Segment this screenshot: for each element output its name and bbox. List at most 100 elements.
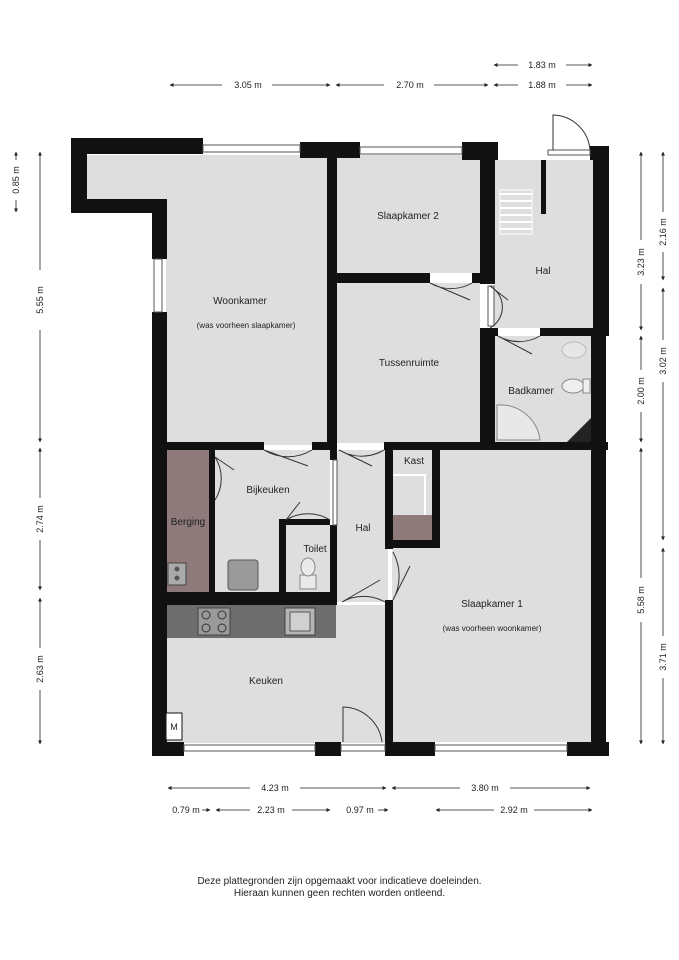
wall	[384, 442, 608, 450]
label-toilet: Toilet	[303, 544, 327, 555]
window	[153, 258, 163, 313]
dim-label: 3.80 m	[471, 783, 499, 793]
dim-label: 2.74 m	[35, 505, 45, 533]
hob-ring	[217, 623, 227, 633]
floor-hal-mid	[336, 450, 388, 602]
wall	[279, 519, 330, 525]
dim-label: 0.97 m	[346, 805, 374, 815]
door-swing	[497, 335, 541, 355]
wall	[432, 450, 440, 548]
wall	[209, 500, 215, 595]
dim-label: 3.23 m	[636, 248, 646, 276]
window	[434, 744, 568, 752]
wall	[279, 520, 286, 595]
label-woonkamer: Woonkamer	[213, 296, 267, 307]
wall	[71, 199, 167, 213]
dim-label: 2.63 m	[35, 655, 45, 683]
note-slaapkamer1: (was voorheen woonkamer)	[443, 624, 542, 633]
dim-label: 3.05 m	[234, 80, 262, 90]
wall	[152, 199, 167, 259]
hob-ring	[201, 623, 211, 633]
wall	[330, 525, 337, 605]
label-keuken: Keuken	[249, 676, 283, 687]
dim-label: 2.23 m	[257, 805, 285, 815]
dimension-lines	[14, 63, 665, 812]
kitchen-sink-basin	[289, 611, 311, 632]
floor-slaapkamer2	[336, 155, 480, 273]
window	[202, 144, 301, 153]
appliance-knob	[174, 575, 180, 581]
wall	[312, 442, 337, 450]
label-slaapkamer2: Slaapkamer 2	[377, 211, 439, 222]
wall	[327, 150, 337, 450]
wall	[71, 138, 87, 213]
dimension-labels: 3.05 m 2.70 m 1.88 m 1.83 m 4.23 m 3.80 …	[11, 60, 668, 815]
dim-label: 4.23 m	[261, 783, 289, 793]
appliance-knob	[174, 566, 180, 572]
label-hal-top: Hal	[535, 266, 550, 277]
window	[487, 285, 495, 327]
door-swing	[489, 285, 509, 329]
dim-label: 1.83 m	[528, 60, 556, 70]
note-woonkamer: (was voorheen slaapkamer)	[197, 321, 296, 330]
wall	[315, 742, 341, 756]
toilet-bowl	[300, 557, 316, 577]
dim-label: 0.79 m	[172, 805, 200, 815]
wall	[385, 742, 435, 756]
washing-machine	[227, 559, 259, 591]
floor-slaapkamer1	[392, 450, 592, 742]
hob-ring	[217, 610, 227, 620]
wall	[385, 444, 393, 549]
door-swing	[214, 456, 235, 501]
door-swing	[342, 706, 383, 743]
kast-shelf	[392, 515, 433, 540]
floor-tussenruimte	[336, 283, 480, 443]
window	[340, 744, 386, 752]
door-swing	[392, 551, 411, 601]
kitchen-hob	[197, 607, 231, 636]
wall	[540, 328, 608, 336]
fixtures	[166, 189, 591, 638]
door-swing	[338, 449, 385, 467]
label-slaapkamer1: Slaapkamer 1	[461, 599, 523, 610]
wall	[591, 330, 606, 756]
dim-label: 5.58 m	[636, 586, 646, 614]
dim-label: 2.16 m	[658, 218, 668, 246]
door-swing	[263, 449, 313, 467]
stairs	[500, 193, 532, 230]
door-swing	[341, 579, 386, 603]
badkamer-toilet	[561, 378, 585, 394]
door-swing	[552, 114, 591, 151]
dim-label: 3.02 m	[658, 347, 668, 375]
disclaimer-line-1: Deze plattegronden zijn opgemaakt voor i…	[197, 876, 482, 887]
badkamer-sink	[561, 341, 587, 359]
wall	[385, 540, 440, 548]
wall	[593, 146, 609, 336]
label-badkamer: Badkamer	[508, 386, 554, 397]
label-bijkeuken: Bijkeuken	[246, 485, 289, 496]
door-swing	[285, 501, 331, 521]
label-hal-mid: Hal	[355, 523, 370, 534]
disclaimer-line-2: Hieraan kunnen geen rechten worden ontle…	[233, 888, 446, 899]
floor-woonkamer-main	[166, 155, 328, 445]
label-tussenruimte: Tussenruimte	[379, 358, 440, 369]
wall	[385, 600, 393, 750]
dim-label: 0.85 m	[11, 166, 21, 194]
wall	[336, 273, 430, 283]
dim-label: 5.55 m	[35, 286, 45, 314]
wall	[152, 742, 184, 756]
wall	[152, 442, 264, 450]
wall	[330, 450, 337, 460]
window	[359, 146, 463, 155]
wall	[567, 742, 609, 756]
label-meter: M	[170, 722, 178, 732]
disclaimer: Deze plattegronden zijn opgemaakt voor i…	[0, 876, 679, 900]
label-kast: Kast	[404, 456, 424, 467]
badkamer-corner	[567, 418, 591, 442]
dim-label: 1.88 m	[528, 80, 556, 90]
wall	[152, 312, 167, 756]
wall	[480, 328, 498, 336]
dim-label: 2.92 m	[500, 805, 528, 815]
wall	[541, 160, 546, 214]
